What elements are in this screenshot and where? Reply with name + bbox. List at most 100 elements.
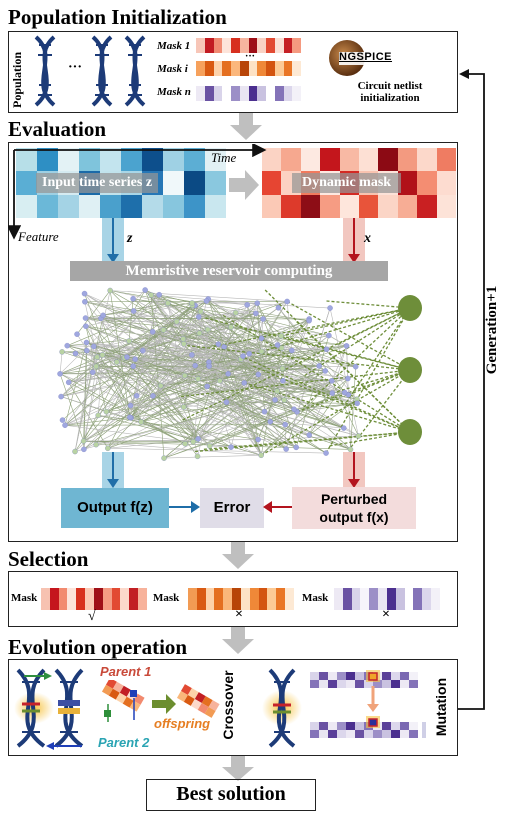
perturbed-arrow-icon: [348, 452, 360, 488]
reservoir-node: [89, 369, 96, 375]
reservoir-node: [267, 418, 274, 425]
network-edge: [98, 415, 197, 441]
output-arrow-icon: [107, 452, 119, 488]
reservoir-node: [99, 352, 106, 358]
readout-edge: [252, 365, 411, 433]
reservoir-node: [228, 444, 234, 450]
reservoir-node: [138, 419, 144, 425]
readout-edge: [181, 369, 411, 398]
reservoir-node: [204, 326, 211, 333]
network-edge: [109, 290, 131, 418]
reservoir-node: [130, 363, 136, 369]
reservoir-node: [232, 309, 239, 316]
reservoir-node: [246, 350, 252, 357]
readout-edge: [281, 335, 411, 371]
reservoir-node: [72, 350, 79, 357]
network-edge: [98, 415, 259, 440]
network-edge: [74, 378, 348, 452]
reservoir-node: [149, 328, 156, 335]
generation-label: Generation+1: [484, 285, 500, 375]
perturbed-label-line1: Perturbed: [320, 491, 388, 507]
reservoir-node: [173, 318, 180, 325]
network-edge: [152, 365, 210, 397]
reservoir-node: [253, 310, 259, 317]
reservoir-node: [283, 446, 289, 452]
reservoir-node: [94, 354, 100, 360]
reservoir-node: [206, 443, 213, 449]
readout-edge: [304, 307, 411, 377]
reservoir-node: [95, 412, 101, 419]
network-edge: [107, 447, 327, 454]
network-edge: [60, 294, 160, 397]
network-edge: [84, 301, 262, 352]
network-edge: [152, 395, 310, 436]
evaluation-title: Evaluation: [8, 117, 107, 141]
reservoir-node: [190, 439, 196, 445]
perturbed-box: Perturbed output f(x): [292, 487, 416, 529]
arrow-down-4-icon: [222, 756, 254, 781]
network-edge: [142, 348, 327, 351]
arrow-right-icon: [229, 170, 259, 200]
network-edge: [85, 325, 229, 375]
readout-edge: [326, 300, 411, 309]
reservoir-label: Memristive reservoir computing: [70, 261, 388, 281]
mutation-label: Mutation: [433, 677, 449, 737]
network-edge: [184, 375, 287, 450]
reservoir-node: [81, 290, 88, 297]
selection-mark-1: √: [88, 609, 96, 624]
network-edge: [100, 318, 118, 363]
perturbed-error-arrow-icon: [263, 501, 292, 513]
network-edge: [133, 310, 351, 450]
reservoir-node: [217, 378, 223, 384]
evolution-title: Evolution operation: [8, 635, 188, 659]
reservoir-node: [326, 332, 332, 339]
network-edge: [151, 294, 258, 304]
selection-mask-label-3: Mask: [302, 592, 329, 604]
readout-edge: [205, 317, 411, 371]
network-edge: [209, 370, 326, 447]
reservoir-node: [59, 349, 65, 355]
z-arrow-icon: [107, 218, 119, 263]
network-edge: [61, 365, 196, 397]
reservoir-node: [195, 436, 201, 442]
output-box: Output f(z): [61, 488, 169, 528]
reservoir-node: [215, 341, 222, 347]
network-edge: [85, 313, 256, 319]
network-edge: [84, 293, 193, 356]
network-edge: [200, 311, 333, 394]
network-edge: [218, 344, 262, 456]
reservoir-node: [62, 422, 68, 428]
network-edge: [135, 345, 347, 360]
network-edge: [102, 354, 154, 397]
network-edge: [256, 303, 271, 422]
network-edge: [160, 385, 199, 440]
network-edge: [84, 301, 208, 330]
reservoir-node: [196, 330, 203, 336]
network-edge: [270, 421, 344, 429]
reservoir-node: [195, 376, 201, 382]
reservoir-node: [74, 331, 80, 337]
reservoir-node: [258, 335, 265, 342]
mask-strip-1: [196, 38, 301, 53]
reservoir-node: [306, 317, 312, 324]
reservoir-node: [180, 336, 186, 342]
reservoir-node: [329, 390, 336, 396]
network-edge: [84, 301, 210, 447]
reservoir-node: [204, 383, 210, 390]
network-edge: [284, 424, 287, 450]
reservoir-node: [196, 314, 202, 320]
reservoir-node: [157, 382, 164, 389]
network-edge: [228, 373, 345, 393]
selection-mask-label-2: Mask: [153, 592, 180, 604]
reservoir-node: [161, 455, 167, 461]
selection-title: Selection: [8, 547, 89, 571]
reservoir-node: [281, 397, 287, 403]
network-edge: [184, 374, 259, 445]
dna-group-icon: [34, 35, 146, 107]
reservoir-node: [72, 448, 78, 455]
network-edge: [83, 365, 196, 442]
network-edge: [97, 321, 177, 416]
crossover-label: Crossover: [220, 670, 236, 740]
reservoir-node: [192, 362, 198, 369]
network-edge: [262, 318, 356, 367]
